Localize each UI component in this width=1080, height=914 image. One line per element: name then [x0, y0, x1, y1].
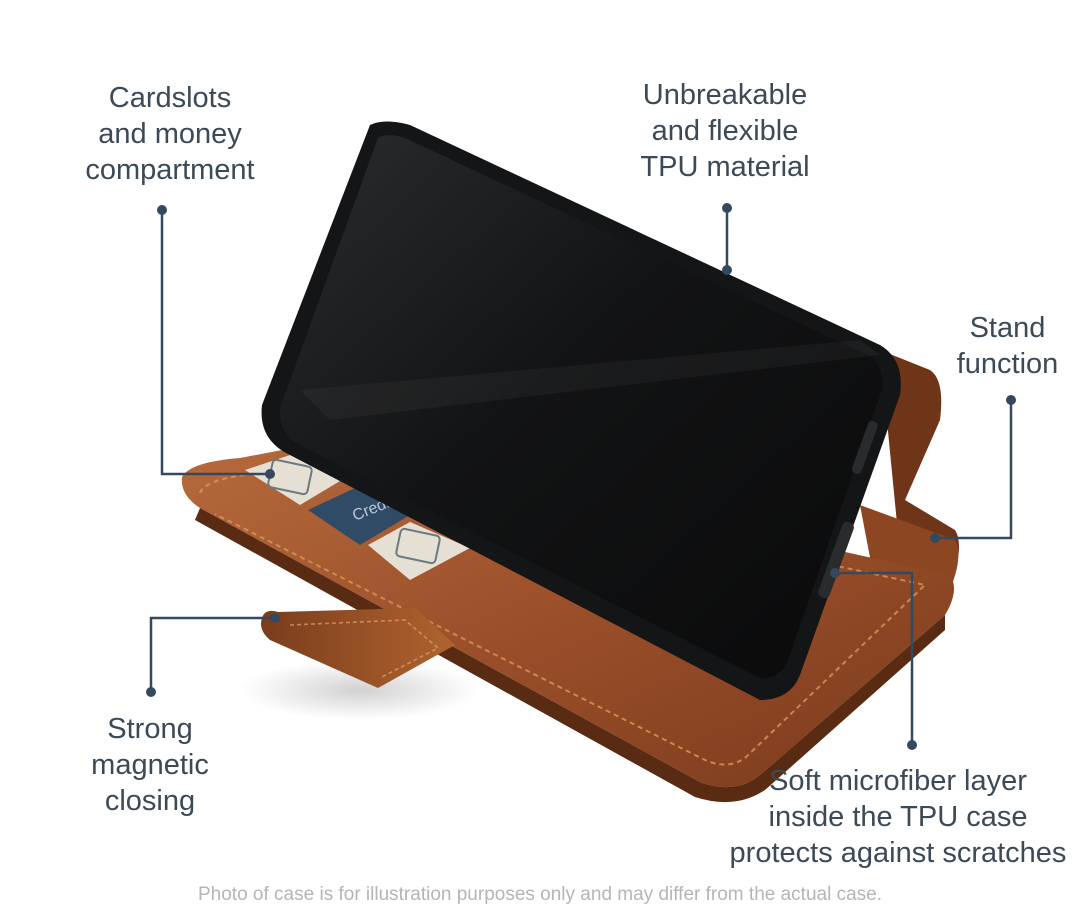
callout-lines [149, 208, 1013, 745]
callout-magnetic: Strong magnetic closing [65, 711, 235, 819]
callout-text: inside the TPU case [768, 801, 1028, 833]
stand-target-dot [930, 533, 940, 543]
microfiber-target-dot [830, 568, 840, 578]
magnetic-target-dot [270, 613, 280, 623]
microfiber-dot [907, 740, 917, 750]
callout-text: magnetic [91, 749, 209, 781]
callout-text: Cardslots [108, 82, 232, 114]
callout-text: TPU material [640, 151, 810, 183]
cardslots-target-dot [265, 469, 275, 479]
disclaimer: Photo of case is for illustration purpos… [198, 884, 882, 905]
callout-text: and money [98, 118, 242, 150]
magnetic-tab [261, 608, 455, 688]
magnetic-line [149, 616, 275, 692]
callout-text: closing [104, 785, 196, 817]
magnetic-tab-stitch [289, 619, 440, 679]
card-slot-2 [368, 522, 470, 580]
callout-text: compartment [85, 154, 255, 186]
callout-text: function [956, 348, 1059, 380]
callout-dots [146, 203, 1016, 750]
callout-cardslots: Cardslots and money compartment [60, 80, 280, 188]
phone-screen [279, 135, 883, 679]
callout-text: Soft microfiber layer [769, 765, 1027, 797]
magnetic-dot [146, 687, 156, 697]
callout-text: Unbreakable [642, 79, 808, 111]
callout-text: Strong [107, 713, 193, 745]
callout-text: Stand [969, 312, 1046, 344]
phone-side-button-1 [851, 421, 878, 474]
cardslots-dot [157, 205, 167, 215]
tpu-dot [722, 203, 732, 213]
callout-microfiber: Soft microfiber layer inside the TPU cas… [720, 763, 1076, 871]
wallet-stitching [199, 456, 928, 766]
case-shadow [240, 660, 480, 720]
tpu-target-dot [722, 265, 732, 275]
callout-text: and flexible [651, 115, 799, 147]
stand-line [935, 400, 1013, 540]
screen-reflection [300, 340, 880, 420]
phone-side-button-2 [818, 521, 854, 599]
cardslots-line [160, 210, 270, 476]
microfiber-line [835, 571, 914, 745]
callout-text: protects against scratches [729, 837, 1067, 869]
callout-stand: Stand function [935, 310, 1080, 382]
stand-dot [1006, 395, 1016, 405]
callout-tpu: Unbreakable and flexible TPU material [615, 77, 835, 185]
